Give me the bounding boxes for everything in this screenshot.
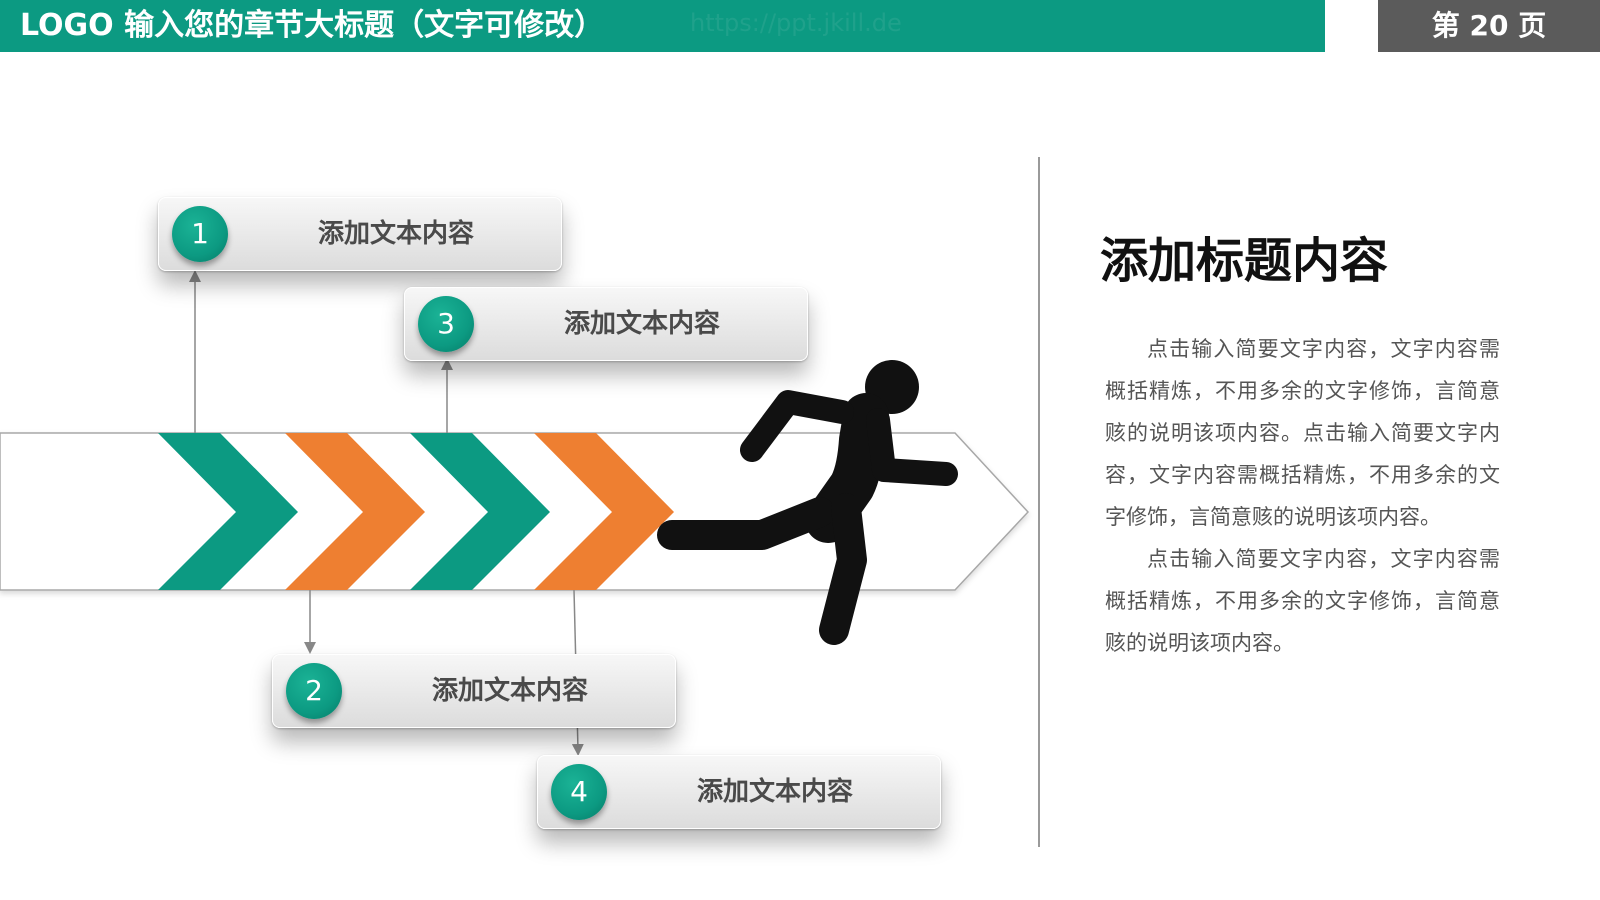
step-label-1: 添加文本内容 [317,219,474,249]
step-card-2: 2 添加文本内容 [272,654,676,728]
step-card-1: 1 添加文本内容 [158,197,562,271]
step-card-4: 4 添加文本内容 [537,755,941,829]
step-label-4: 添加文本内容 [696,777,853,807]
page-title: LOGO 输入您的章节大标题（文字可修改） [20,8,605,43]
chevron-teal-1 [158,433,298,590]
vertical-divider [1038,157,1040,847]
header-bar: LOGO 输入您的章节大标题（文字可修改） https://ppt.jkill.… [0,0,1325,52]
step-label-2: 添加文本内容 [431,676,588,706]
watermark-text: https://ppt.jkill.de [690,9,902,37]
chevron-orange-2 [534,433,674,590]
chevron-teal-2 [410,433,550,590]
section-body: 点击输入简要文字内容，文字内容需概括精炼，不用多余的文字修饰，言简意赅的说明该项… [1105,328,1500,664]
step-number-4: 4 [551,764,607,820]
step-card-3: 3 添加文本内容 [404,287,808,361]
running-man-icon [657,360,958,645]
body-paragraph-1: 点击输入简要文字内容，文字内容需概括精炼，不用多余的文字修饰，言简意赅的说明该项… [1105,337,1500,529]
step-label-3: 添加文本内容 [563,309,720,339]
step-number-1: 1 [172,206,228,262]
chevron-orange-1 [285,433,425,590]
section-title: 添加标题内容 [1100,233,1389,289]
step-number-3: 3 [418,296,474,352]
arrow-band-graphic [0,270,1030,756]
page-number-badge: 第 20 页 [1378,0,1600,52]
progress-diagram: 1 添加文本内容 3 添加文本内容 2 添加文本内容 4 添加文本内容 [0,197,1030,829]
step-number-2: 2 [286,663,342,719]
body-paragraph-2: 点击输入简要文字内容，文字内容需概括精炼，不用多余的文字修饰，言简意赅的说明该项… [1105,547,1500,655]
